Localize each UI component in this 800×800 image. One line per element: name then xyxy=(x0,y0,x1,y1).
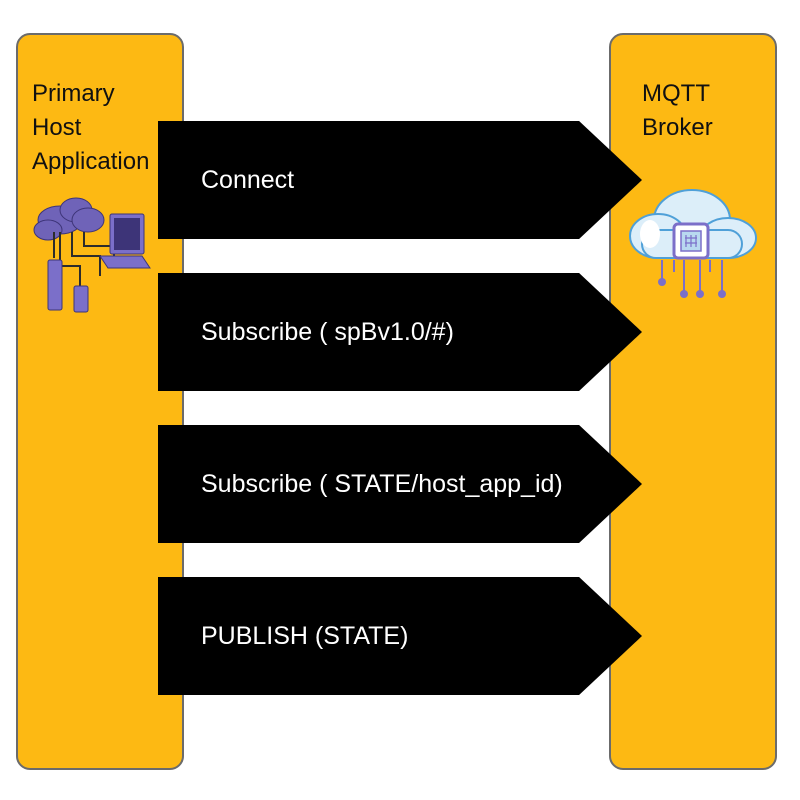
arrow-shape xyxy=(158,425,642,543)
arrow-shape xyxy=(158,577,642,695)
arrow-label: PUBLISH (STATE) xyxy=(201,622,409,650)
arrow-shape xyxy=(158,121,642,239)
arrow-label: Subscribe ( STATE/host_app_id) xyxy=(201,470,563,498)
arrow-shape xyxy=(158,273,642,391)
primary-host-lane xyxy=(16,33,184,770)
primary-host-title: Primary Host Application xyxy=(32,80,150,175)
subscribe-state-arrow: Subscribe ( STATE/host_app_id) xyxy=(158,425,642,543)
publish-state-arrow: PUBLISH (STATE) xyxy=(158,577,642,695)
cloud-chip-icon xyxy=(629,189,757,298)
subscribe-spb-arrow: Subscribe ( spBv1.0/#) xyxy=(158,273,642,391)
mqtt-broker-title: MQTT Broker xyxy=(642,80,713,141)
mqtt-broker-lane xyxy=(609,33,777,770)
connect-arrow: Connect xyxy=(158,121,642,239)
cloud-devices-icon xyxy=(33,197,151,313)
arrow-label: Connect xyxy=(201,166,295,194)
arrow-label: Subscribe ( spBv1.0/#) xyxy=(201,318,454,346)
